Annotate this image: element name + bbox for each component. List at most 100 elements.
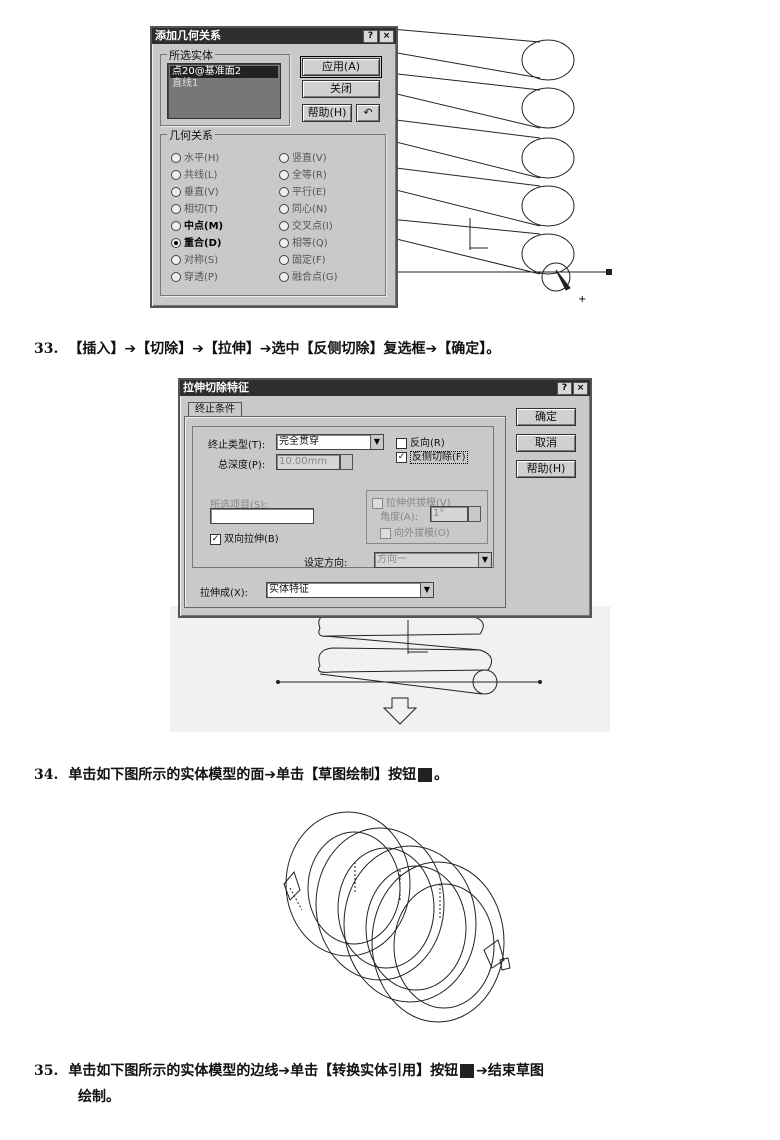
- close-window-button[interactable]: ×: [379, 30, 394, 43]
- step-number: 35.: [34, 1063, 59, 1079]
- chevron-down-icon[interactable]: ▼: [370, 435, 383, 449]
- radio-button[interactable]: [279, 272, 289, 282]
- help-button[interactable]: 帮助(H): [516, 460, 576, 478]
- radio-label: 相等(Q): [292, 238, 328, 249]
- relation-radio-option[interactable]: 穿透(P): [171, 268, 218, 283]
- relation-radio-option[interactable]: 交叉点(I): [279, 217, 333, 232]
- relation-radio-option[interactable]: 重合(D): [171, 234, 221, 249]
- chevron-down-icon[interactable]: ▼: [420, 583, 433, 597]
- end-type-select[interactable]: 完全贯穿 ▼: [276, 434, 384, 450]
- radio-button[interactable]: [171, 170, 181, 180]
- relation-radio-option[interactable]: 同心(N): [279, 200, 327, 215]
- draft-checkbox[interactable]: [372, 497, 383, 509]
- radio-button[interactable]: [171, 187, 181, 197]
- help-button[interactable]: 帮助(H): [302, 104, 352, 122]
- radio-button[interactable]: [279, 255, 289, 265]
- selected-entities-group: 所选实体 点20@基准面2 直线1: [160, 47, 290, 126]
- step-text: 单击如下图所示的实体模型的边线➔单击【转换实体引用】按钮: [68, 1063, 459, 1079]
- undo-button[interactable]: ↶: [356, 104, 380, 122]
- relation-radio-option[interactable]: 水平(H): [171, 149, 219, 164]
- radio-button[interactable]: [279, 238, 289, 248]
- step-text: 单击如下图所示的实体模型的面➔单击【草图绘制】按钮: [68, 767, 417, 783]
- svg-text:+: +: [578, 294, 586, 305]
- endpoint-marker: [606, 269, 612, 275]
- draft-checkbox-label[interactable]: 拉伸供拔模(V): [372, 494, 451, 509]
- step-text: 【插入】➔【切除】➔【拉伸】➔选中【反侧切除】复选框➔【确定】。: [68, 341, 501, 357]
- tab-end-condition[interactable]: 终止条件: [188, 402, 242, 417]
- relation-radio-option[interactable]: 平行(E): [279, 183, 326, 198]
- radio-button[interactable]: [279, 187, 289, 197]
- relation-radio-option[interactable]: 对称(S): [171, 251, 218, 266]
- step-number: 34.: [34, 767, 59, 783]
- close-button[interactable]: 关闭: [302, 80, 380, 98]
- angle-label: 角度(A):: [380, 512, 419, 523]
- radio-button[interactable]: [171, 238, 181, 248]
- help-question-button[interactable]: ?: [363, 30, 378, 43]
- draft-outward-label: 向外拔模(O): [394, 528, 450, 539]
- chevron-down-icon[interactable]: ▼: [478, 553, 491, 567]
- relation-radio-option[interactable]: 竖直(V): [279, 149, 327, 164]
- dialog-title: 添加几何关系: [155, 29, 221, 42]
- relation-radio-option[interactable]: 固定(F): [279, 251, 326, 266]
- draft-outward-checkbox[interactable]: [380, 527, 391, 539]
- radio-label: 水平(H): [184, 153, 220, 164]
- tab-panel: [184, 416, 506, 608]
- angle-spinner[interactable]: [468, 506, 481, 522]
- radio-button[interactable]: [171, 255, 181, 265]
- reverse-checkbox[interactable]: [396, 437, 407, 449]
- radio-label: 重合(D): [184, 238, 222, 249]
- relation-radio-option[interactable]: 垂直(V): [171, 183, 219, 198]
- radio-button[interactable]: [279, 153, 289, 163]
- close-window-button[interactable]: ×: [573, 382, 588, 395]
- relation-radio-option[interactable]: 共线(L): [171, 166, 217, 181]
- cancel-button[interactable]: 取消: [516, 434, 576, 452]
- help-question-button[interactable]: ?: [557, 382, 572, 395]
- draft-outward-checkbox-label[interactable]: 向外拔模(O): [380, 524, 450, 539]
- end-type-value: 完全贯穿: [279, 436, 319, 447]
- radio-button[interactable]: [171, 221, 181, 231]
- relation-radio-option[interactable]: 相等(Q): [279, 234, 328, 249]
- undo-icon: ↶: [363, 106, 373, 119]
- step-tail: ➔结束草图: [476, 1063, 544, 1079]
- reverse-label: 反向(R): [410, 438, 445, 449]
- radio-button[interactable]: [171, 153, 181, 163]
- sketch-icon: [418, 768, 433, 782]
- relation-radio-option[interactable]: 融合点(G): [279, 268, 338, 283]
- step-tail: 。: [434, 767, 449, 783]
- ok-button[interactable]: 确定: [516, 408, 576, 426]
- relation-radio-option[interactable]: 全等(R): [279, 166, 327, 181]
- relation-radio-option[interactable]: 中点(M): [171, 217, 223, 232]
- list-item[interactable]: 直线1: [172, 78, 199, 89]
- radio-button[interactable]: [279, 221, 289, 231]
- draft-group: [366, 490, 488, 544]
- radio-button[interactable]: [171, 204, 181, 214]
- radio-button[interactable]: [279, 204, 289, 214]
- direction-select[interactable]: 方向一 ▼: [374, 552, 492, 568]
- direction1-group: [192, 426, 494, 568]
- selected-entities-label: 所选实体: [167, 47, 215, 63]
- draft-label: 拉伸供拔模(V): [386, 498, 451, 509]
- total-depth-spinner[interactable]: [340, 454, 353, 470]
- list-item-selected[interactable]: 点20@基准面2: [170, 66, 278, 78]
- angle-input[interactable]: 1°: [430, 506, 468, 522]
- radio-button[interactable]: [171, 272, 181, 282]
- end-type-label: 终止类型(T):: [208, 440, 266, 451]
- flip-side-checkbox[interactable]: ✓: [396, 451, 407, 463]
- selected-entities-list[interactable]: 点20@基准面2 直线1: [167, 63, 281, 119]
- bidirectional-checkbox-label[interactable]: ✓双向拉伸(B): [210, 530, 279, 545]
- extrude-as-value: 实体特征: [269, 584, 309, 595]
- relation-radio-option[interactable]: 相切(T): [171, 200, 218, 215]
- selected-items-field[interactable]: [210, 508, 314, 524]
- bidirectional-checkbox[interactable]: ✓: [210, 533, 221, 545]
- spring-section-figure: [170, 606, 610, 732]
- step-34: 34. 单击如下图所示的实体模型的面➔单击【草图绘制】按钮 。: [34, 764, 448, 784]
- flip-side-checkbox-label[interactable]: ✓反侧切除(F): [396, 448, 468, 464]
- reverse-checkbox-label[interactable]: 反向(R): [396, 434, 445, 449]
- total-depth-input[interactable]: 10.00mm: [276, 454, 340, 470]
- radio-label: 共线(L): [184, 170, 218, 181]
- convert-entities-icon: [460, 1064, 475, 1078]
- radio-button[interactable]: [279, 170, 289, 180]
- dialog-title: 拉伸切除特征: [183, 381, 249, 394]
- extrude-as-select[interactable]: 实体特征 ▼: [266, 582, 434, 598]
- apply-button[interactable]: 应用(A): [300, 56, 382, 78]
